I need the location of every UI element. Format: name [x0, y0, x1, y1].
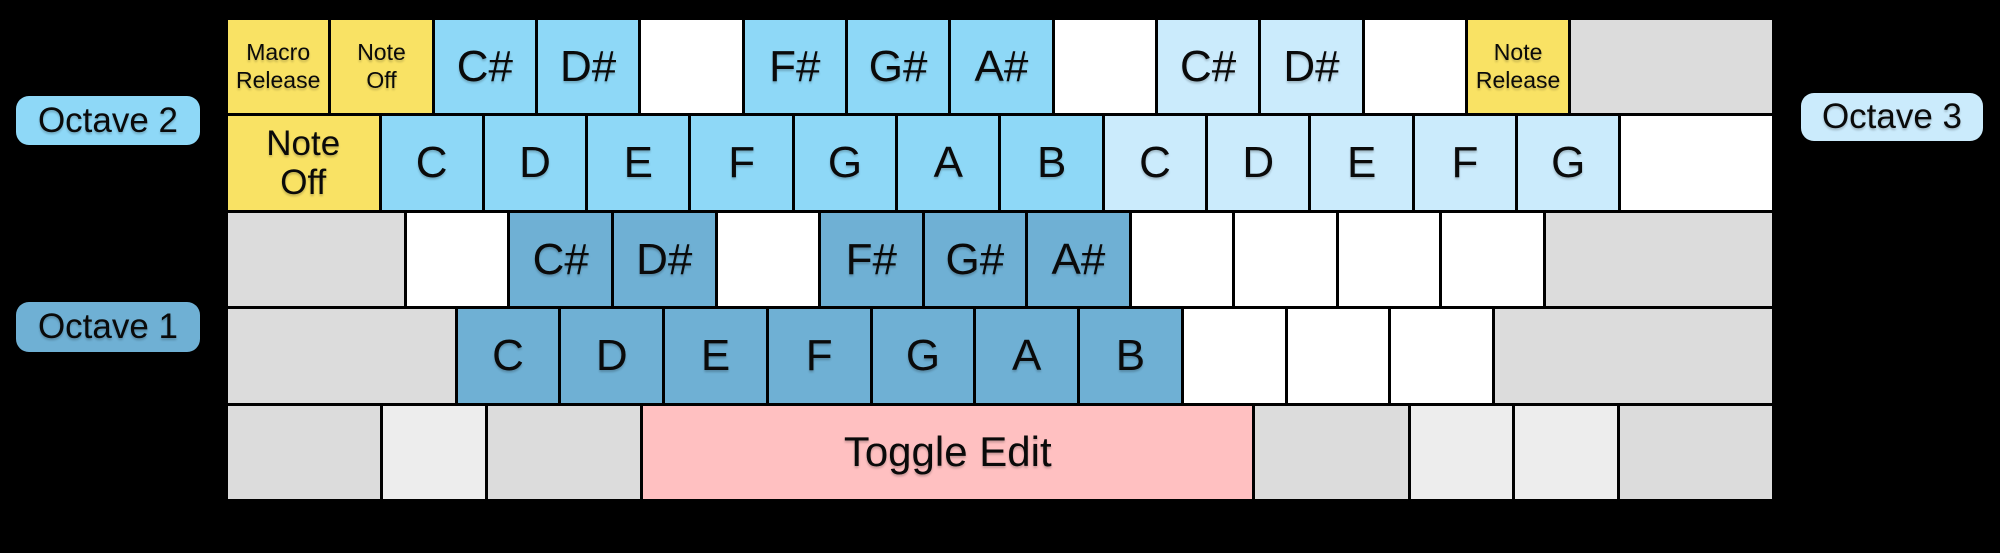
- octave-3-label: Octave 3: [1801, 93, 1983, 141]
- key-csharp-octave1: C#: [510, 212, 611, 307]
- key-note-off-tab: Note Off: [228, 116, 379, 210]
- key-blank: [1391, 309, 1492, 403]
- key-e-octave1: E: [665, 309, 766, 403]
- octave-1-label: Octave 1: [16, 302, 200, 352]
- key-blank: [1183, 309, 1285, 403]
- key-shift-left: [228, 309, 455, 403]
- key-blank: [1338, 212, 1440, 307]
- key-d-octave3: D: [1208, 116, 1309, 210]
- key-c-octave1: C: [457, 309, 559, 403]
- key-alt-left: [487, 405, 641, 500]
- key-f-octave1: F: [768, 309, 870, 403]
- key-csharp-octave3: C#: [1157, 20, 1259, 114]
- key-blank: [1131, 212, 1233, 307]
- key-asharp-octave1: A#: [1028, 212, 1129, 307]
- key-blank: [1054, 20, 1155, 114]
- key-csharp-octave2: C#: [434, 20, 535, 114]
- key-capslock: [228, 212, 404, 307]
- key-c-octave2: C: [381, 116, 482, 210]
- key-a-octave1: A: [976, 309, 1078, 403]
- key-blank: [717, 212, 819, 307]
- key-dsharp-octave2: D#: [537, 20, 639, 114]
- octave-2-label-text: Octave 2: [37, 100, 179, 140]
- key-blank: [1442, 212, 1543, 307]
- key-menu: [1515, 405, 1617, 500]
- key-asharp-octave2: A#: [951, 20, 1052, 114]
- key-d-octave2: D: [484, 116, 586, 210]
- key-e-octave3: E: [1311, 116, 1412, 210]
- key-blank: [406, 212, 508, 307]
- octave-3-label-text: Octave 3: [1821, 97, 1963, 136]
- key-a-octave2: A: [898, 116, 999, 210]
- key-f-octave2: F: [691, 116, 792, 210]
- key-blank: [1364, 20, 1465, 114]
- key-macro-release: Macro Release: [228, 20, 329, 114]
- key-ctrl-left: [228, 405, 381, 500]
- key-backspace: [1571, 20, 1772, 114]
- key-fsharp-octave1: F#: [821, 212, 922, 307]
- octave-1-label-text: Octave 1: [37, 307, 179, 346]
- key-gsharp-octave1: G#: [924, 212, 1026, 307]
- key-gsharp-octave2: G#: [847, 20, 949, 114]
- key-dsharp-octave1: D#: [614, 212, 715, 307]
- key-ctrl-right: [1619, 405, 1772, 500]
- key-g-octave3: G: [1518, 116, 1619, 210]
- key-win-left: [383, 405, 485, 500]
- key-f-octave3: F: [1414, 116, 1516, 210]
- key-fsharp-octave2: F#: [744, 20, 845, 114]
- keyboard-row-3: C#D# F#G#A#: [228, 212, 1772, 307]
- key-blank: [1621, 116, 1772, 210]
- key-blank: [1235, 212, 1336, 307]
- key-alt-right: [1255, 405, 1408, 500]
- key-note-off-top: Note Off: [331, 20, 432, 114]
- key-blank: [1287, 309, 1389, 403]
- key-e-octave2: E: [588, 116, 689, 210]
- key-dsharp-octave3: D#: [1261, 20, 1362, 114]
- key-space-toggle-edit: Toggle Edit: [643, 405, 1253, 500]
- key-note-release: Note Release: [1467, 20, 1569, 114]
- key-blank: [641, 20, 742, 114]
- key-enter: [1545, 212, 1772, 307]
- key-g-octave1: G: [872, 309, 974, 403]
- key-win-right: [1410, 405, 1513, 500]
- keyboard-row-5: Toggle Edit: [228, 405, 1772, 500]
- key-d-octave1: D: [561, 309, 663, 403]
- key-b-octave1: B: [1080, 309, 1181, 403]
- key-g-octave2: G: [794, 116, 896, 210]
- key-c-octave3: C: [1104, 116, 1206, 210]
- key-shift-right: [1495, 309, 1773, 403]
- key-b-octave2: B: [1001, 116, 1102, 210]
- octave-2-label: Octave 2: [16, 96, 200, 145]
